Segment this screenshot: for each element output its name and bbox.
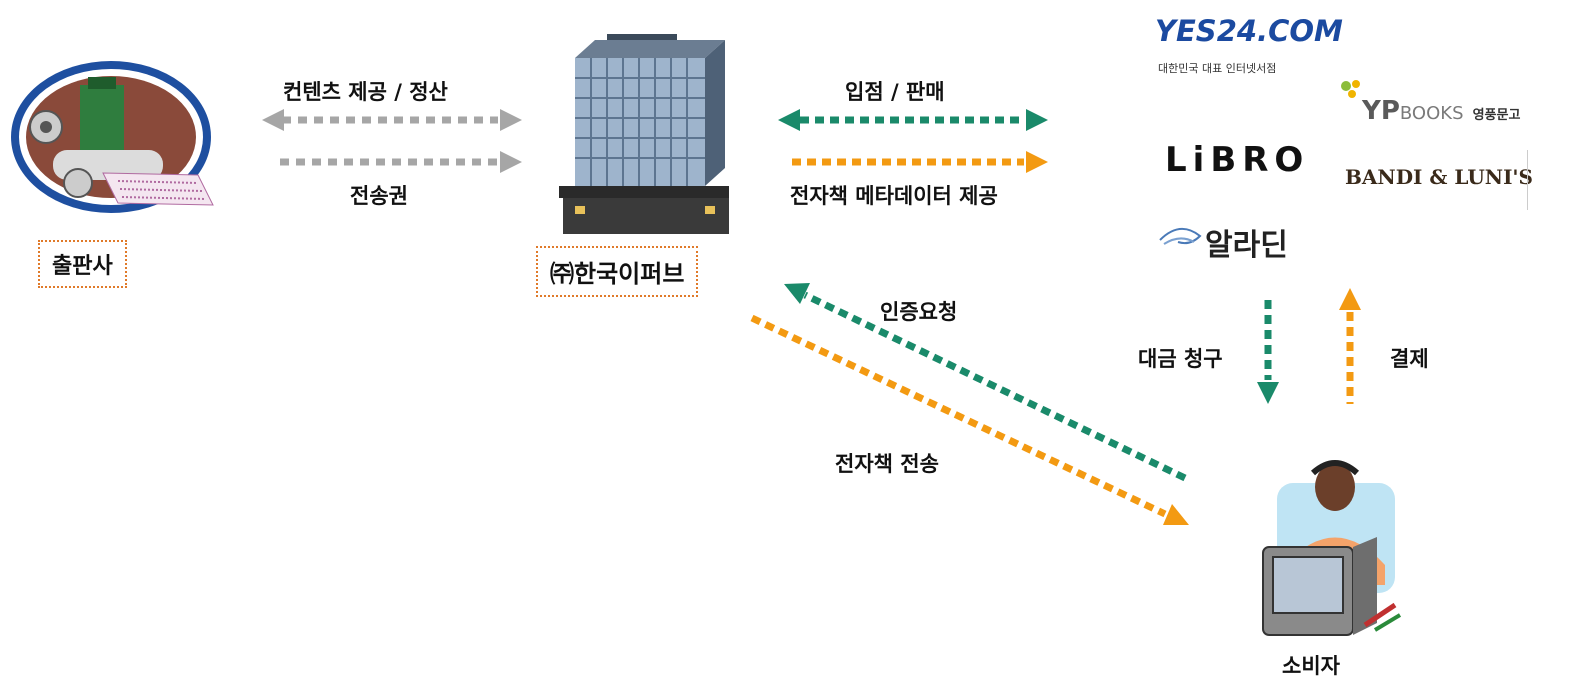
flow-label-ebook-transfer: 전자책 전송 [835, 452, 939, 476]
arrow-billing [1257, 300, 1279, 404]
arrow-content-settlement [262, 109, 522, 131]
yes24-tagline: 대한민국 대표 인터넷서점 [1158, 62, 1277, 75]
ypbooks-leaf-icon [1341, 80, 1360, 98]
ypbooks-logo: YPBOOKS 영풍문고 [1362, 96, 1520, 126]
yes24-logo: YES24.COM [1155, 14, 1343, 48]
ypbooks-books: BOOKS [1399, 103, 1464, 124]
consumer-label: 소비자 [1282, 654, 1340, 678]
flow-label-payment: 결제 [1390, 347, 1429, 371]
arrow-ebook-transfer [750, 314, 1189, 525]
ypbooks-korean: 영풍문고 [1472, 108, 1521, 123]
flow-label-auth-request: 인증요청 [880, 300, 958, 324]
ypbooks-yp: YP [1362, 96, 1400, 126]
printing-press-icon [11, 61, 214, 213]
building-icon [559, 34, 729, 234]
arrow-metadata [792, 151, 1048, 173]
consumer-computer-icon [1262, 460, 1402, 636]
flow-label-store-sales: 입점 / 판매 [845, 80, 945, 104]
aladin-swirl-icon [1159, 228, 1202, 245]
libro-logo: LiBRO [1165, 140, 1310, 180]
aladin-logo: 알라딘 [1205, 228, 1288, 263]
arrow-payment [1339, 288, 1361, 404]
arrow-auth-request [784, 283, 1187, 482]
company-label: ㈜한국이퍼브 [536, 246, 699, 297]
arrow-store-sales [778, 109, 1048, 131]
arrow-transfer-rights [280, 151, 522, 173]
flow-label-transfer-rights: 전송권 [350, 184, 408, 208]
flow-label-content-settlement: 컨텐츠 제공 / 정산 [283, 80, 448, 104]
flow-label-metadata: 전자책 메타데이터 제공 [790, 184, 998, 208]
divider [1527, 150, 1528, 210]
bandi-lunis-logo: BANDI & LUNI'S [1345, 165, 1533, 189]
publisher-label: 출판사 [38, 240, 127, 288]
flow-label-billing: 대금 청구 [1138, 347, 1223, 371]
